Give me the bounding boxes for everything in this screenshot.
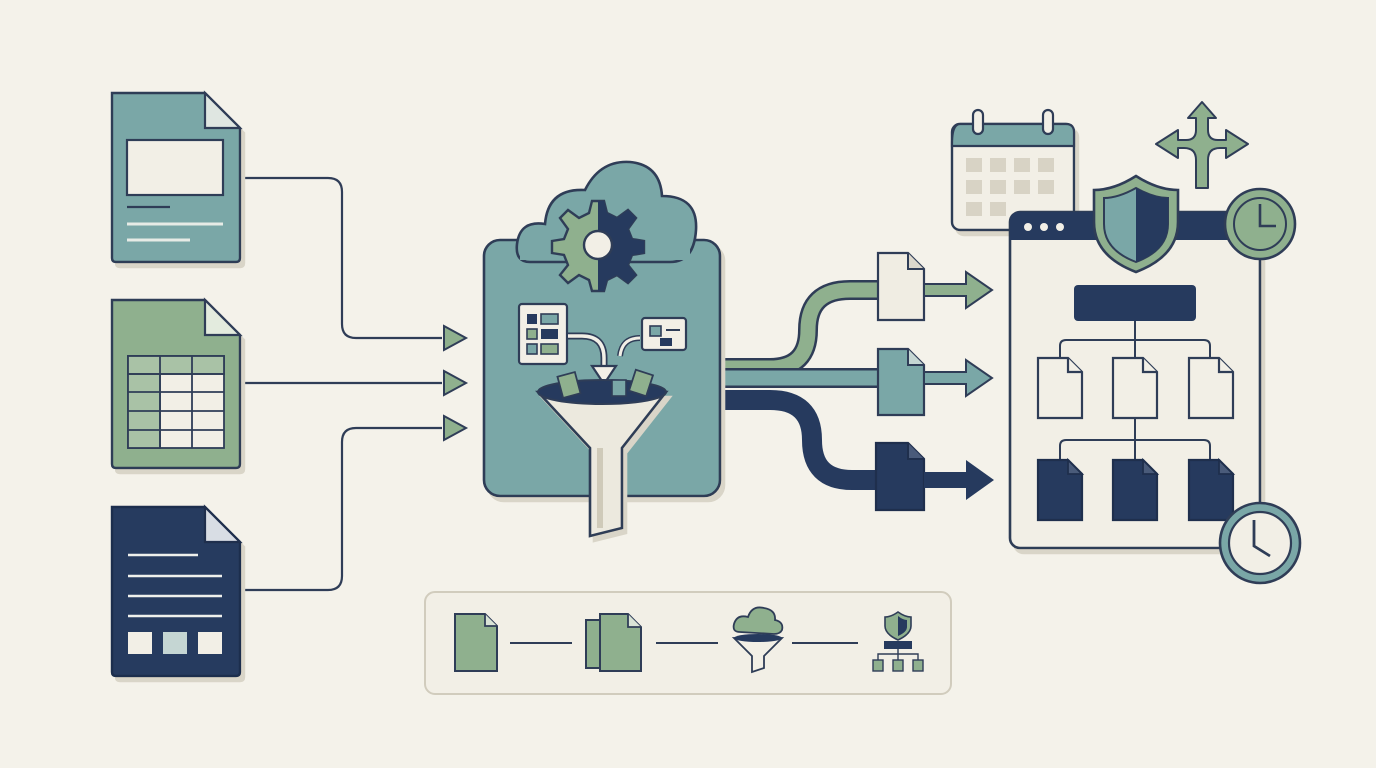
copy-files-icon bbox=[585, 613, 642, 672]
output-file-teal bbox=[876, 347, 994, 417]
file-icon bbox=[1036, 458, 1084, 522]
file-icon bbox=[454, 613, 498, 672]
source-spreadsheet-green bbox=[110, 297, 243, 470]
output-file-navy bbox=[874, 441, 994, 512]
output-arrow bbox=[923, 358, 994, 398]
card-icon bbox=[640, 316, 688, 352]
text-lines bbox=[128, 553, 222, 618]
card-icon bbox=[517, 302, 569, 366]
clock-icon bbox=[1218, 501, 1302, 585]
spreadsheet-grid bbox=[127, 355, 225, 449]
arrowhead-top bbox=[443, 324, 469, 352]
source-arrowheads bbox=[443, 324, 469, 442]
output-file-cream bbox=[876, 251, 994, 322]
hierarchy-icon bbox=[1036, 285, 1236, 522]
page-fold bbox=[203, 297, 243, 337]
thumbnail-block bbox=[128, 632, 152, 654]
arrowhead-middle bbox=[443, 369, 469, 397]
page-fold bbox=[203, 90, 243, 130]
output-streams bbox=[720, 280, 880, 490]
arrow-icon bbox=[568, 332, 641, 386]
funnel-icon bbox=[535, 368, 669, 538]
shield-icon bbox=[1092, 174, 1180, 274]
hierarchy-root bbox=[1074, 285, 1196, 321]
split-arrows-icon bbox=[1155, 101, 1249, 189]
output-arrow bbox=[923, 270, 994, 310]
connector-bottom bbox=[243, 426, 442, 592]
connector-top bbox=[243, 176, 442, 340]
page-fold bbox=[203, 504, 243, 544]
processor-panel bbox=[482, 160, 722, 538]
image-placeholder bbox=[125, 138, 225, 197]
thumbnail-block bbox=[198, 632, 222, 654]
thumbnail-block bbox=[163, 632, 187, 654]
source-text-document-navy bbox=[110, 504, 243, 678]
source-document-teal bbox=[110, 90, 243, 264]
file-icon bbox=[1187, 458, 1235, 522]
source-connectors bbox=[243, 176, 442, 592]
gear-icon bbox=[550, 199, 646, 293]
clock-icon bbox=[1223, 187, 1297, 261]
output-arrow bbox=[924, 460, 994, 500]
calendar-icon bbox=[950, 108, 1076, 232]
legend-strip bbox=[424, 591, 952, 695]
cloud-funnel-icon bbox=[731, 606, 785, 674]
file-icon bbox=[1111, 458, 1159, 522]
stream-navy bbox=[720, 390, 880, 490]
arrowhead-bottom bbox=[443, 414, 469, 442]
shield-hierarchy-icon bbox=[872, 611, 924, 672]
